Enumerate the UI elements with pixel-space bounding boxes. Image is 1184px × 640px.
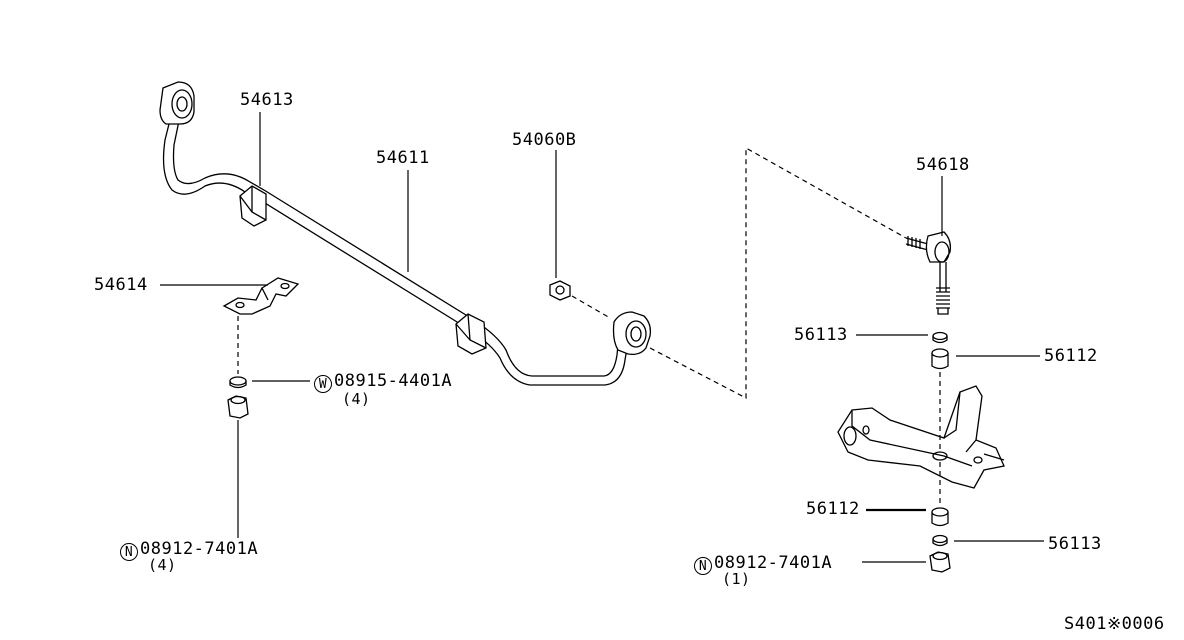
lower-control-arm	[837, 385, 1005, 489]
washer-56113-top	[932, 331, 948, 344]
nut-right	[929, 551, 951, 573]
leader-lines	[160, 112, 1044, 563]
nut-symbol-right: N	[694, 557, 712, 575]
label-56112-top: 56112	[1044, 346, 1098, 366]
figure-code: S401※0006	[1064, 614, 1165, 634]
label-washer-qty: (4)	[342, 390, 371, 408]
label-54618: 54618	[916, 155, 970, 175]
label-54611: 54611	[376, 148, 430, 168]
label-54060b: 54060B	[512, 130, 577, 150]
washer-56113-bottom	[932, 534, 948, 547]
bar-end-eye-right	[612, 311, 652, 356]
nut-code-left: 08912-7401A	[140, 539, 259, 559]
label-54613: 54613	[240, 90, 294, 110]
bushing-54613	[239, 185, 267, 227]
nut-54060b	[549, 280, 571, 301]
washer-code: 08915-4401A	[334, 371, 453, 391]
nut-symbol-left: N	[120, 543, 138, 561]
label-56113-top: 56113	[794, 325, 848, 345]
washer-left	[229, 376, 247, 389]
assembly-dashed-lines	[237, 146, 941, 506]
label-nut-left-qty: (4)	[148, 556, 177, 574]
stabilizer-bar	[162, 111, 631, 386]
label-nut-right-qty: (1)	[722, 570, 751, 588]
label-54614: 54614	[94, 275, 148, 295]
nut-code-right: 08912-7401A	[714, 553, 833, 573]
bushing-right	[455, 313, 487, 355]
bushing-56112-top	[931, 348, 949, 370]
bracket-54614	[222, 277, 300, 315]
nut-left	[227, 395, 249, 419]
label-56112-bottom: 56112	[806, 499, 860, 519]
label-56113-bottom: 56113	[1048, 534, 1102, 554]
washer-symbol: W	[314, 375, 332, 393]
bar-end-eye-left	[159, 81, 195, 125]
connecting-rod-54618	[905, 231, 952, 315]
bushing-56112-bottom	[931, 507, 949, 527]
